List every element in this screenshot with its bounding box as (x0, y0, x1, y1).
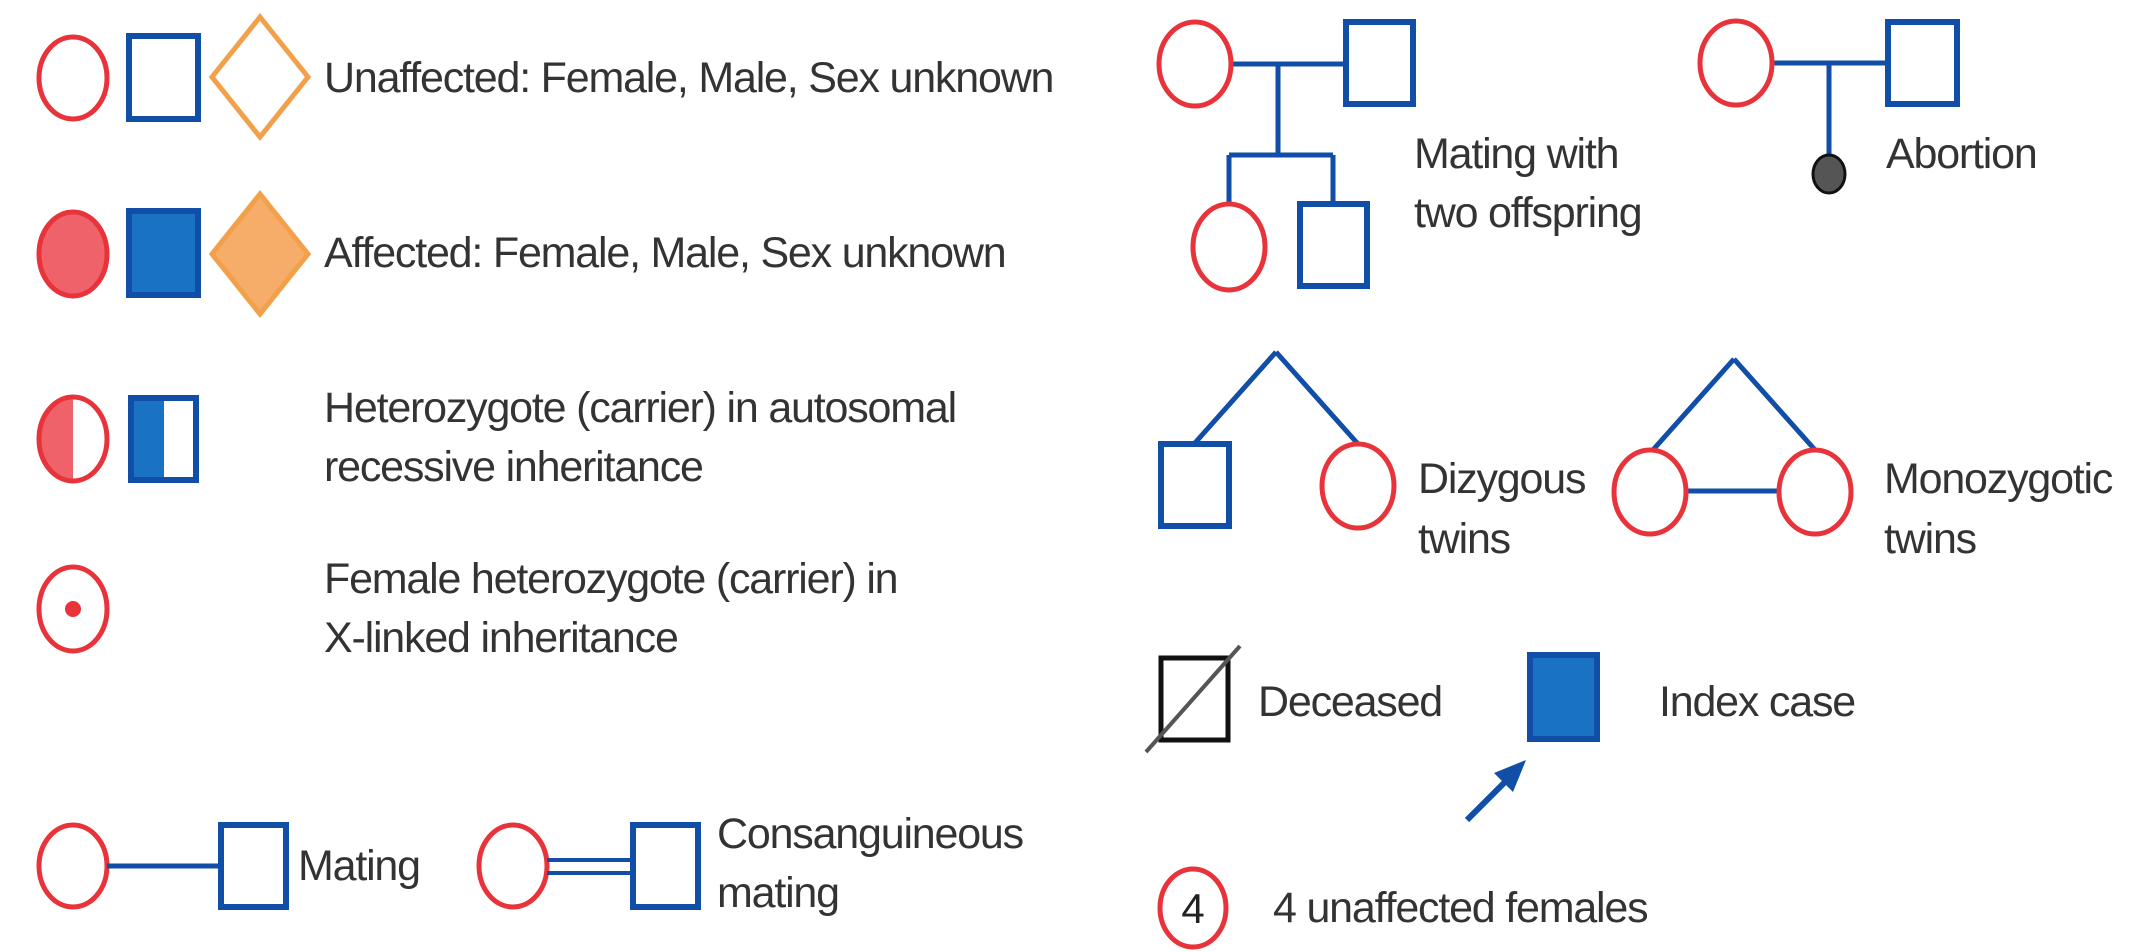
legend-consanguineous-mating: Consanguineous mating (476, 810, 1024, 917)
legend-count: 4 4 unaffected females (1157, 866, 1649, 950)
deceased-slash (1144, 644, 1242, 754)
consanguineous-male-symbol (630, 822, 701, 910)
label-heterozygote-line2: recessive inheritance (324, 443, 703, 491)
legend-row-mating: Mating (36, 822, 421, 910)
unaffected-female-symbol (36, 34, 110, 122)
offspring-female-symbol (1190, 201, 1268, 293)
monozygotic-female-right (1776, 447, 1854, 537)
label-mating: Mating (298, 842, 420, 890)
legend-two-offspring: Mating with two offspring (1156, 19, 1643, 293)
index-case-symbol (1527, 652, 1600, 742)
dizygous-right-line (1274, 350, 1360, 446)
label-consanguineous-line1: Consanguineous (717, 810, 1023, 858)
consanguineous-female-symbol (476, 822, 550, 910)
heterozygote-male-symbol (128, 395, 199, 483)
label-unaffected: Unaffected: Female, Male, Sex unknown (324, 54, 1053, 102)
monozygotic-left-line (1650, 357, 1736, 453)
xlinked-carrier-dot (65, 601, 81, 617)
offspring-male-symbol (1297, 201, 1370, 289)
label-heterozygote-line1: Heterozygote (carrier) in autosomal (324, 384, 956, 432)
heterozygote-male-half (131, 398, 164, 480)
label-xlinked-line1: Female heterozygote (carrier) in (324, 555, 897, 603)
legend-monozygotic-twins: Monozygotic twins (1611, 357, 2114, 563)
affected-male-symbol (126, 208, 201, 298)
abortion-parent-female-symbol (1697, 18, 1775, 108)
heterozygote-female-half (39, 397, 73, 481)
unaffected-male-symbol (126, 33, 201, 122)
affected-unknown-sex-symbol (208, 189, 312, 319)
label-index-case: Index case (1659, 678, 1855, 726)
legend-row-heterozygote: Heterozygote (carrier) in autosomal rece… (36, 384, 957, 491)
affected-female-symbol (36, 209, 110, 299)
monozygotic-female-left (1611, 447, 1689, 537)
label-affected: Affected: Female, Male, Sex unknown (324, 229, 1005, 277)
monozygotic-right-line (1732, 357, 1818, 453)
unaffected-unknown-sex-symbol (208, 12, 312, 142)
legend-abortion: Abortion (1697, 18, 2038, 195)
legend-index-case: Index case (1464, 652, 1856, 823)
label-deceased: Deceased (1258, 678, 1442, 726)
label-unaffected-females: 4 unaffected females (1273, 884, 1647, 932)
dizygous-left-line (1192, 350, 1278, 446)
parent-male-symbol (1343, 19, 1416, 107)
mating-female-symbol (36, 822, 110, 910)
mating-male-symbol (218, 822, 289, 910)
label-two-offspring-line1: Mating with (1414, 130, 1618, 178)
parent-female-symbol (1156, 19, 1234, 109)
index-case-arrow-head (1494, 760, 1526, 792)
label-dizygous-line1: Dizygous (1418, 455, 1585, 503)
count-female-symbol (1157, 866, 1229, 950)
label-consanguineous-line2: mating (717, 869, 839, 917)
legend-dizygous-twins: Dizygous twins (1158, 350, 1586, 563)
dizygous-female-symbol (1319, 441, 1397, 531)
dizygous-male-symbol (1158, 441, 1232, 529)
legend-row-unaffected: Unaffected: Female, Male, Sex unknown (36, 12, 1054, 142)
label-monozygotic-line1: Monozygotic (1884, 455, 2113, 503)
label-two-offspring-line2: two offspring (1414, 189, 1641, 237)
index-case-arrow-shaft (1464, 774, 1513, 823)
label-xlinked-line2: X-linked inheritance (324, 614, 678, 662)
legend-deceased: Deceased (1144, 644, 1443, 754)
legend-row-affected: Affected: Female, Male, Sex unknown (36, 189, 1007, 319)
label-abortion: Abortion (1886, 130, 2037, 178)
label-dizygous-line2: twins (1418, 515, 1510, 563)
count-number: 4 (1181, 885, 1204, 932)
legend-row-xlinked: Female heterozygote (carrier) in X-linke… (36, 555, 899, 662)
abortion-symbol (1811, 153, 1847, 195)
heterozygote-female-symbol (36, 394, 110, 484)
abortion-parent-male-symbol (1885, 19, 1960, 107)
label-monozygotic-line2: twins (1884, 515, 1976, 563)
